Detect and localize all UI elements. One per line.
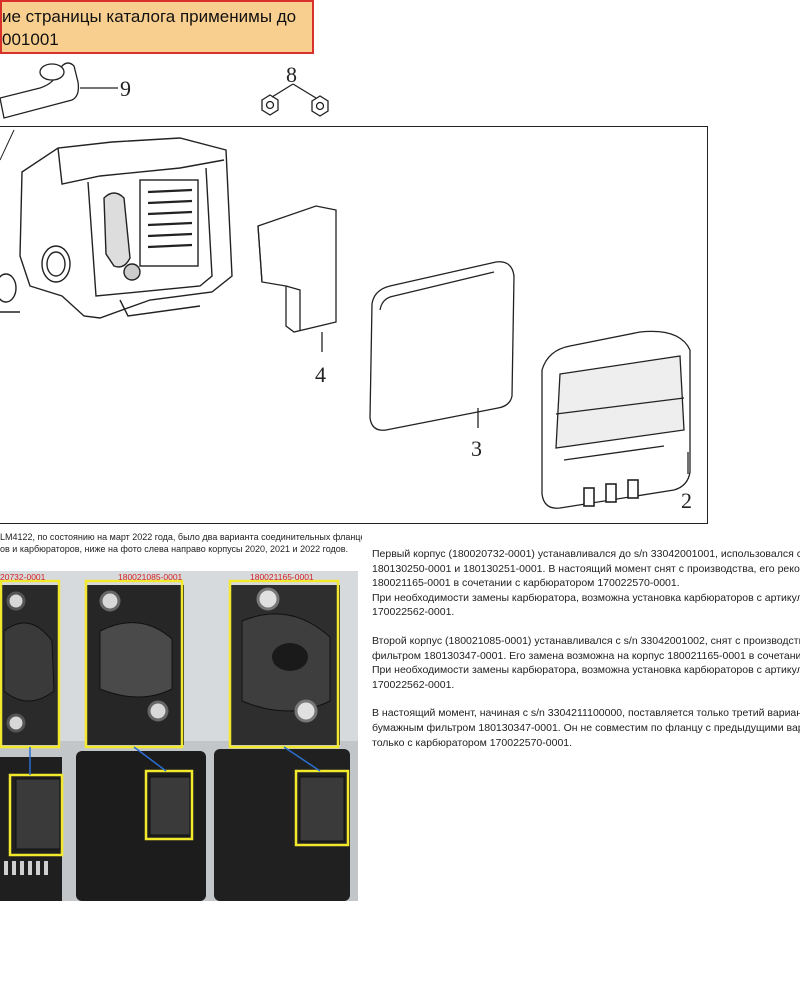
desc-p1-line-5: 170022562-0001. [372,606,455,619]
nuts-part-8 [261,83,329,117]
applicability-banner: ие страницы каталога применимы до 001001 [0,0,314,54]
desc-p1-line-3: 180021165-0001 в сочетании с карбюраторо… [372,577,680,590]
callout-2: 2 [681,488,692,513]
callout-9: 9 [120,76,131,101]
callout-8: 8 [286,62,297,87]
callout-3: 3 [471,436,482,461]
desc-p2-line-1: Второй корпус (180021085-0001) устанавли… [372,634,800,647]
callout-4: 4 [315,362,326,387]
photo-label-housing-1: 20732-0001 [0,572,46,582]
desc-p3-line-3: только с карбюратором 170022570-0001. [372,736,573,749]
desc-p2-line-4: 170022562-0001. [372,678,455,691]
photo-illustration [0,571,358,901]
photo-label-housing-3: 180021165-0001 [250,572,314,582]
air-cleaner-housing [0,137,233,319]
desc-p2-line-2: фильтром 180130347-0001. Его замена возм… [372,649,800,662]
foam-prefilter-part-4 [257,205,337,352]
desc-p1-line-4: При необходимости замены карбюратора, во… [372,591,800,604]
diagram-frame [0,126,708,524]
photo-caption: LM4122, по состоянию на март 2022 года, … [0,531,362,555]
exploded-parts-diagram [0,62,691,509]
housing-photos [0,749,350,901]
desc-p2-line-3: При необходимости замены карбюратора, во… [372,664,800,677]
caption-line-1: LM4122, по состоянию на март 2022 года, … [0,532,362,542]
desc-p1-line-1: Первый корпус (180020732-0001) устанавли… [372,548,800,560]
filter-cover-part-2 [541,330,691,509]
paper-filter-part-3 [369,261,515,431]
caption-line-2: ов и карбюраторов, ниже на фото слева на… [0,544,349,554]
banner-line-2: 001001 [2,30,59,49]
photo-label-housing-2: 180021085-0001 [118,572,183,582]
connector-lines [29,746,321,775]
housing-highlights [8,769,350,857]
desc-p3-line-2: бумажным фильтром 180130347-0001. Он не … [372,721,800,734]
housing-comparison-photo [0,571,358,901]
tube-part-9 [0,62,118,119]
flange-photos [0,585,340,745]
banner-line-1: ие страницы каталога применимы до [2,7,297,26]
desc-p3-line-1: В настоящий момент, начиная с s/n 330421… [372,707,800,720]
desc-p1-line-2: 180130250-0001 и 180130251-0001. В насто… [372,562,800,575]
housing-description: Первый корпус (180020732-0001) устанавли… [372,547,800,750]
